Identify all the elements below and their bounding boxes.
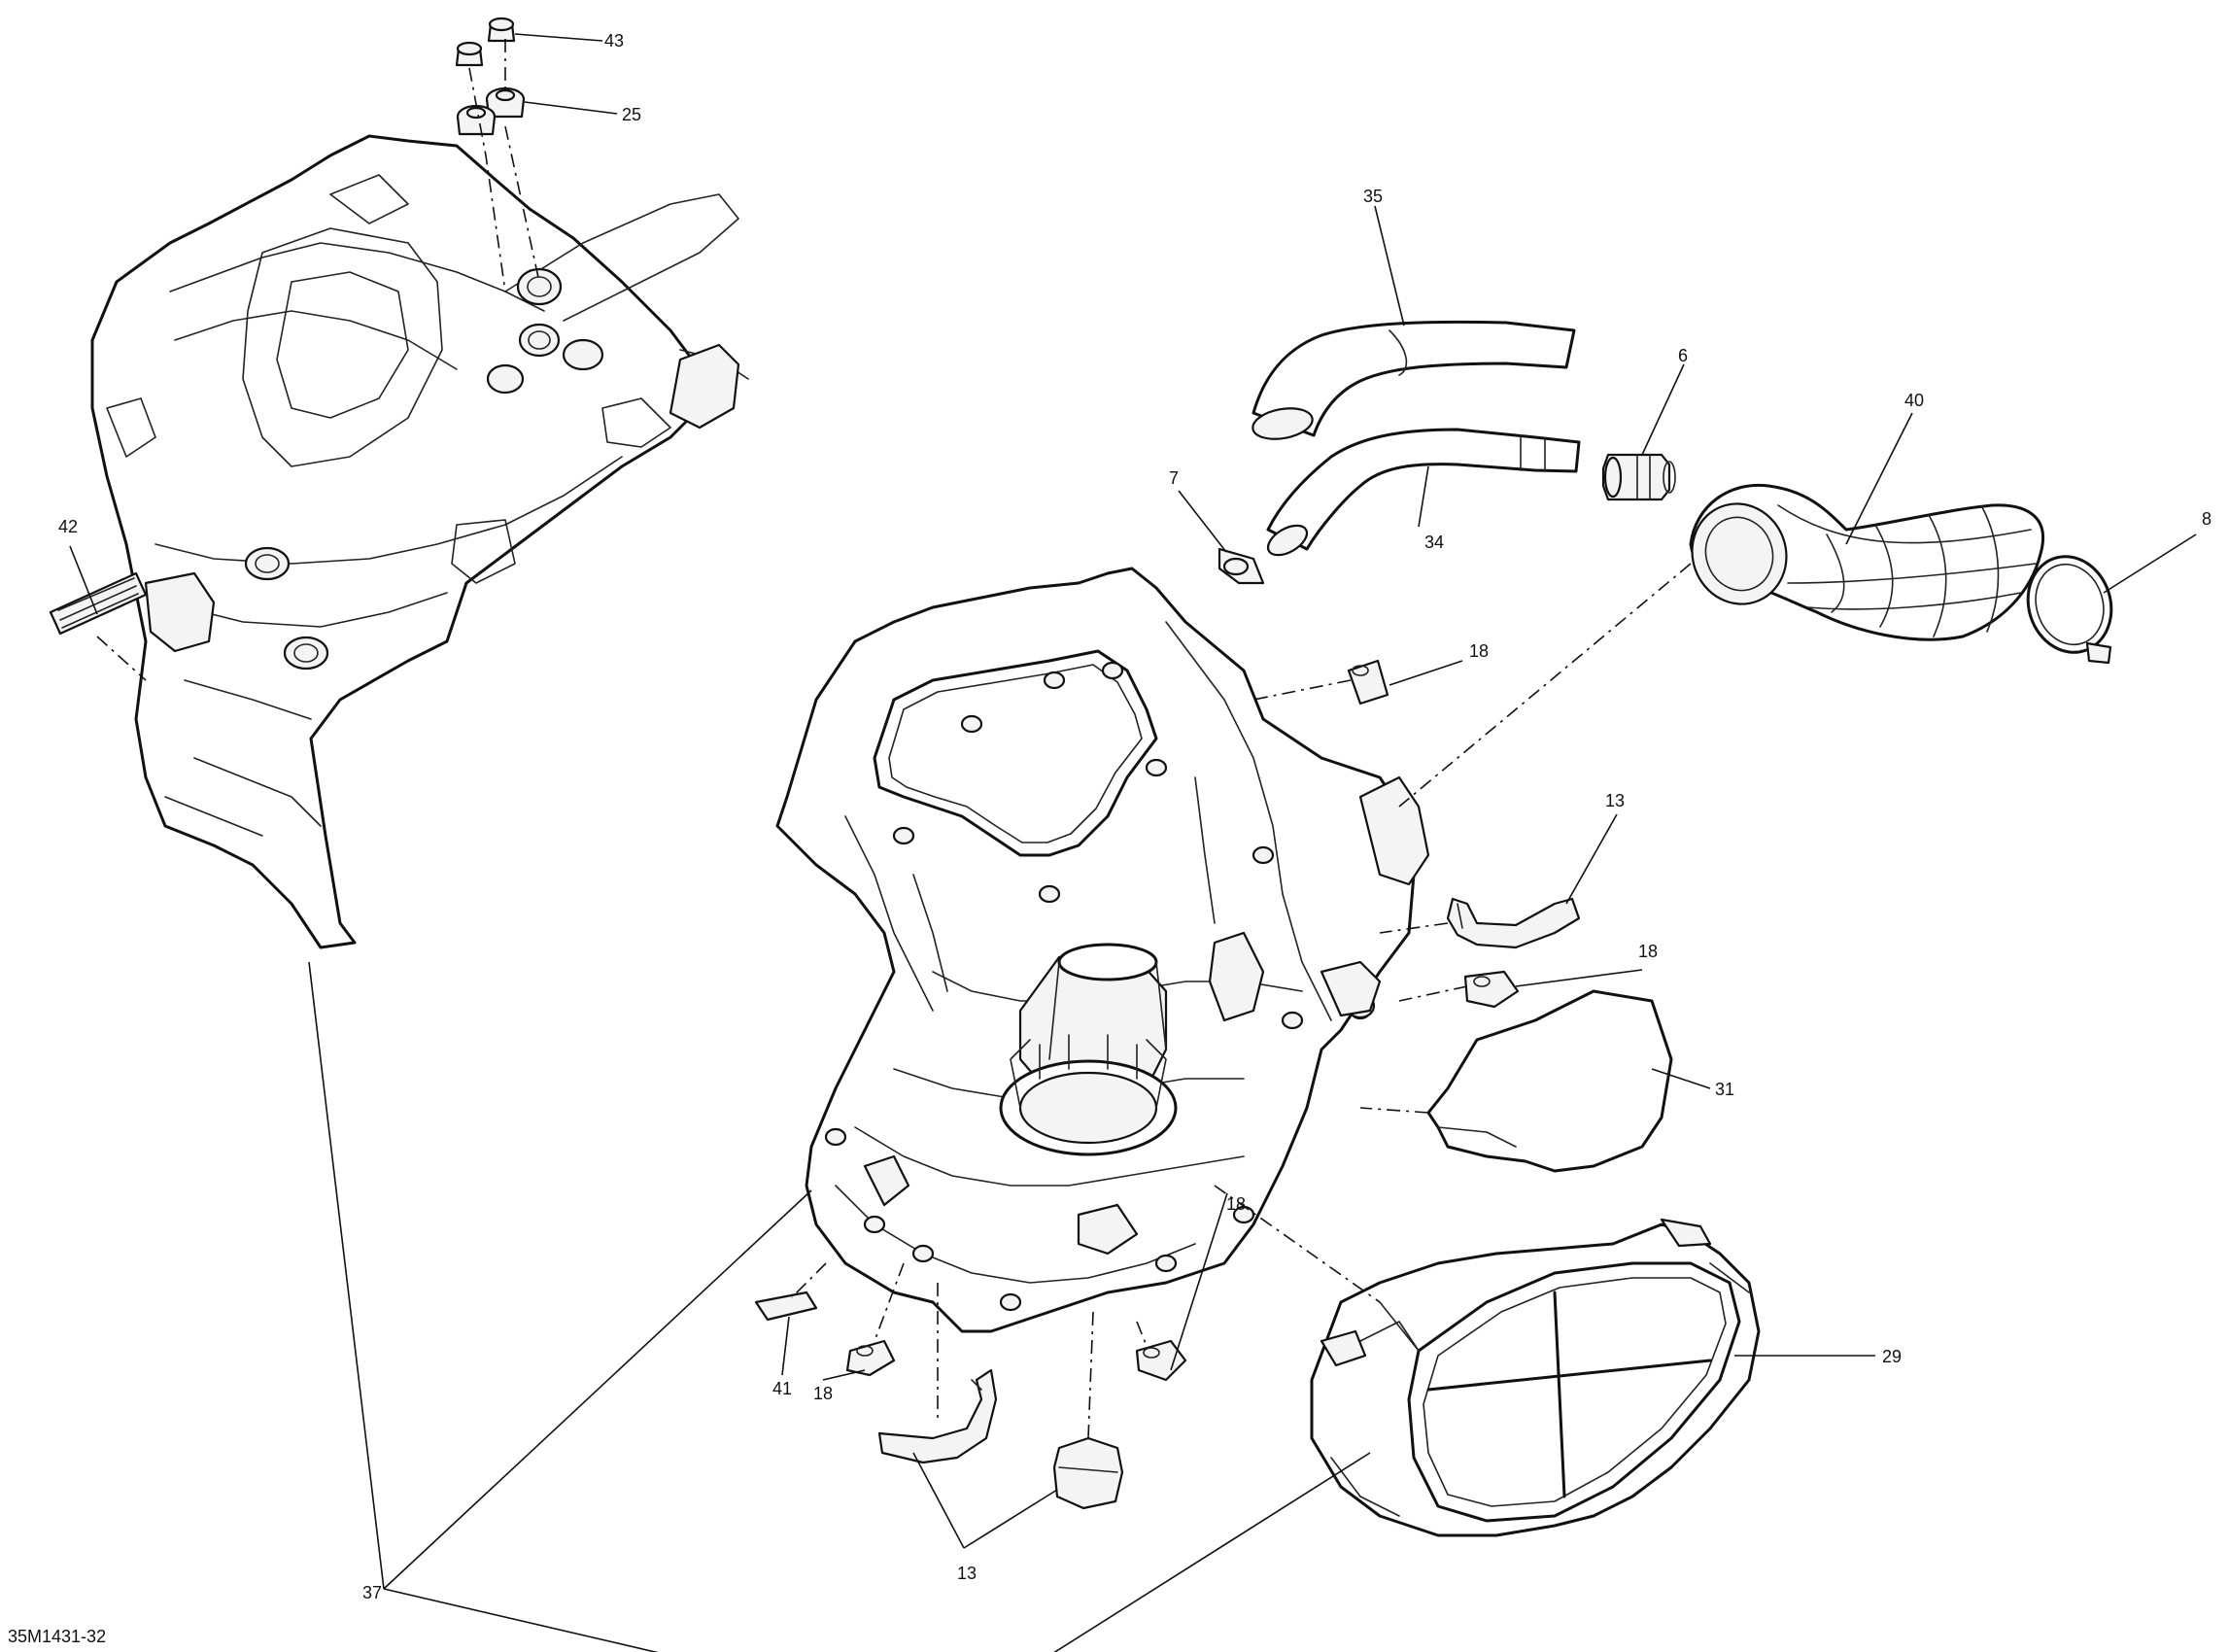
bracket-right (1446, 897, 1581, 949)
callout-41: 41 (772, 1379, 792, 1398)
hose-lower (1266, 428, 1581, 557)
callout-43: 43 (604, 31, 624, 51)
air-filter-assembly (1310, 1218, 1761, 1537)
foam-panel (1426, 989, 1673, 1173)
callout-18-upper: 18 (1469, 641, 1489, 661)
foam-pad-small (754, 1291, 818, 1322)
callout-13-lower: 13 (957, 1564, 977, 1583)
upper-housing (90, 134, 749, 949)
callout-34: 34 (1424, 533, 1444, 552)
callout-37: 37 (362, 1583, 382, 1602)
hose-clamp-small (1217, 547, 1265, 585)
airbox-base (775, 567, 1430, 1333)
hose-upper (1252, 320, 1576, 440)
plug (455, 17, 516, 67)
clip-upper (1347, 659, 1389, 706)
grommet (456, 86, 526, 136)
callout-31: 31 (1715, 1080, 1734, 1099)
bracket-lower (877, 1368, 998, 1464)
callout-25: 25 (622, 105, 641, 124)
figure-reference-code: 35M1431-32 (8, 1627, 106, 1646)
callout-29: 29 (1882, 1347, 1902, 1366)
callout-18-lower-right: 18 (1226, 1194, 1246, 1214)
callout-8: 8 (2202, 509, 2212, 529)
leader-lines (69, 33, 2197, 1652)
fitting (1601, 453, 1676, 501)
callout-6: 6 (1678, 346, 1688, 365)
clip-lower-left (845, 1339, 896, 1377)
intake-duct (1689, 483, 2045, 641)
callout-18-lower-left: 18 (813, 1384, 833, 1403)
assembly-lines (96, 39, 1692, 1439)
callout-40: 40 (1904, 391, 1924, 410)
hose-clamp-large (2026, 555, 2113, 665)
callout-42: 42 (58, 517, 78, 536)
callout-18-mid: 18 (1638, 942, 1658, 961)
clip-bracket-lower (1052, 1436, 1124, 1510)
callout-7: 7 (1169, 468, 1179, 488)
callout-13-right: 13 (1605, 791, 1625, 810)
clip-lower-right (1135, 1339, 1187, 1382)
callout-labels: 43 25 35 6 40 7 8 34 42 18 13 18 31 29 4… (58, 31, 2212, 1602)
label-decal (49, 571, 148, 636)
clip-mid-right (1463, 970, 1520, 1009)
callout-35: 35 (1363, 187, 1383, 206)
